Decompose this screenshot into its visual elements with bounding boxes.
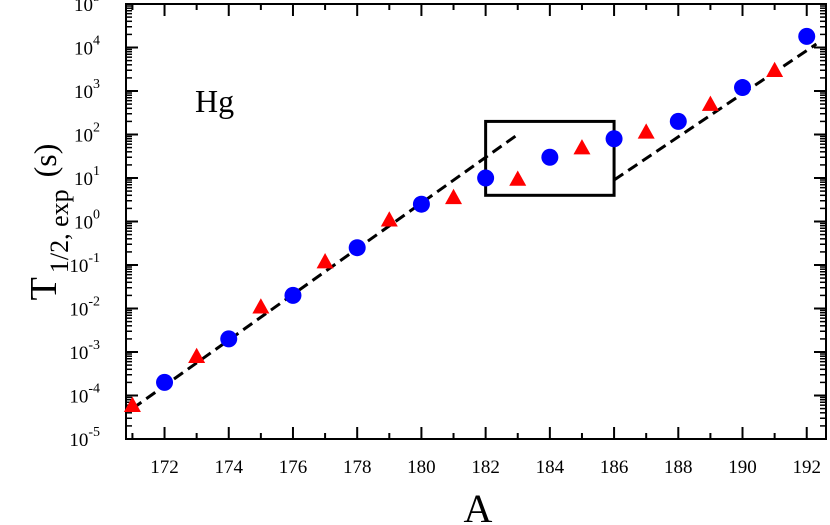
y-tick-label: 103 [74,77,100,103]
data-point-circle [734,79,752,97]
highlight-box [484,119,616,197]
data-point-circle [798,27,816,45]
data-point-triangle [123,396,141,412]
y-tick-label-exponent: -3 [88,338,100,353]
y-tick-label: 104 [74,34,100,60]
y-tick-label-exponent: 2 [93,121,100,136]
y-tick-label-exponent: -2 [88,295,100,310]
y-tick-label: 10-4 [69,382,100,408]
data-point-circle [156,373,174,391]
y-tick-label-exponent: -1 [88,251,100,266]
data-point-triangle [509,170,527,186]
data-point-triangle [573,139,591,155]
y-tick-label-exponent: 4 [93,34,100,49]
y-tick-label: 105 [74,0,100,16]
data-point-circle [284,286,302,304]
x-tick-label: 180 [407,457,436,478]
y-tick-label-base: 10 [74,169,93,190]
data-point-triangle [380,211,398,227]
y-tick-label-base: 10 [74,0,93,16]
x-tick-label: 186 [600,457,629,478]
data-point-circle [412,195,430,213]
x-tick-label: 176 [279,457,308,478]
y-tick-label-base: 10 [69,430,88,451]
data-point-triangle [637,123,655,139]
x-axis-title: A [464,486,493,525]
data-point-circle [669,112,687,130]
data-point-triangle [701,95,719,111]
data-point-circle [477,169,495,187]
x-tick-label: 182 [471,457,500,478]
x-axis: 172 174 176 178 180 182 184 186 188 190 192 [131,4,821,478]
y-axis: 10-510-410-310-210-1100101102103104105 [69,0,826,451]
y-tick-label-exponent: 0 [93,208,100,223]
x-tick-label: 184 [536,457,565,478]
y-axis-title: T 1/2, exp (s) [23,144,74,301]
fit-line [613,42,818,182]
y-tick-label-exponent: -5 [88,425,100,440]
y-tick-label-base: 10 [74,126,93,147]
y-tick-label-base: 10 [74,39,93,60]
y-tick-label-base: 10 [74,82,93,103]
y-tick-label-base: 10 [69,343,88,364]
x-tick-label: 178 [343,457,372,478]
data-point-circle [348,239,366,257]
data-points [123,27,816,412]
y-tick-label-base: 10 [69,387,88,408]
data-point-triangle [445,188,463,205]
data-point-triangle [188,347,206,364]
data-point-circle [541,148,559,166]
x-tick-label: 188 [664,457,693,478]
x-tick-label: 172 [150,457,179,478]
y-tick-label: 10-2 [69,295,100,321]
y-axis-title-subscript: 1/2, exp [45,189,74,273]
y-tick-label-base: 10 [69,300,88,321]
x-tick-label: 174 [215,457,244,478]
y-tick-label-base: 10 [69,256,88,277]
y-tick-label-base: 10 [74,213,93,234]
data-point-circle [605,130,623,148]
y-tick-label-exponent: 1 [93,164,100,179]
y-tick-label: 101 [74,164,100,190]
data-point-triangle [252,298,270,314]
element-label: Hg [195,83,234,119]
y-axis-title-unit: (s) [27,144,63,178]
plot-frame [125,3,827,440]
y-tick-label: 10-5 [69,425,100,451]
y-tick-label-exponent: 3 [93,77,100,92]
y-tick-label: 102 [74,121,100,147]
y-tick-label: 10-3 [69,338,100,364]
fit-line [131,133,519,410]
y-tick-label-exponent: 5 [93,0,100,5]
data-point-triangle [766,61,784,78]
y-tick-label: 10-1 [69,251,100,277]
y-axis-title-main: T [23,277,65,300]
y-tick-label: 100 [74,208,100,234]
data-point-circle [220,330,238,348]
y-tick-label-exponent: -4 [88,382,100,397]
x-tick-label: 190 [728,457,757,478]
fit-lines [131,42,818,410]
data-point-triangle [316,253,334,269]
x-tick-label: 192 [792,457,821,478]
